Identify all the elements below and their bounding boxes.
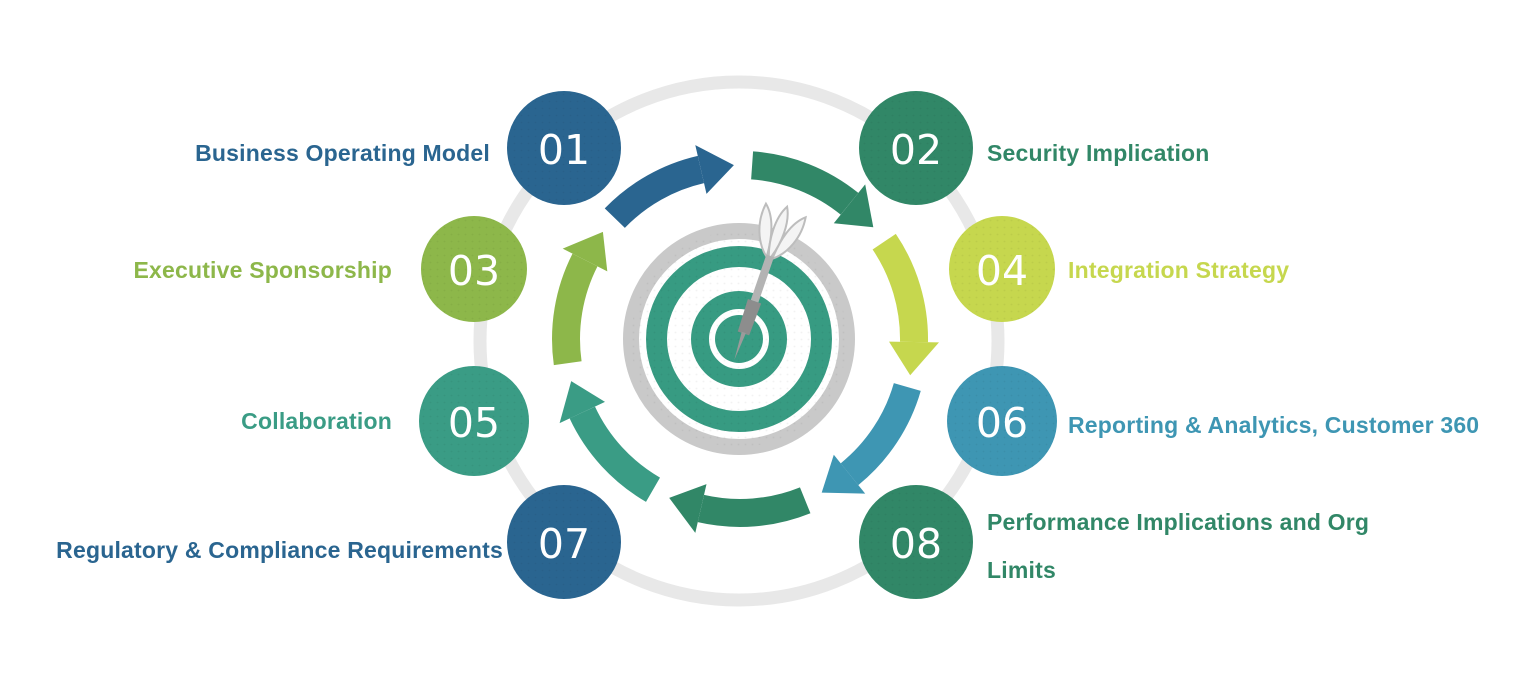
step-label-01: Business Operating Model [195,140,490,166]
bullseye-target [623,201,855,455]
dart-shaft [750,254,774,303]
step-circle-05: 05 [419,366,529,476]
cycle-arrow-top-right-arc [750,151,859,215]
step-circle-06: 06 [947,366,1057,476]
cycle-arrow-top-left-arc [604,155,705,229]
bullseye-texture [631,231,847,447]
step-label-03: Executive Sponsorship [133,257,392,283]
step-circle-02: 02 [859,91,973,205]
cycle-arrow-top-right-head [833,184,874,228]
step-circle-08-texture [859,485,973,599]
cycle-arrow-bottom-left-arc [569,406,661,502]
step-label-07: Regulatory & Compliance Requirements [56,537,503,563]
step-circles: 01 02 03 04 05 [419,91,1057,599]
step-circle-07-texture [507,485,621,599]
step-label-02: Security Implication [987,140,1210,166]
cycle-arrow-top-right [750,151,874,228]
step-circle-02-texture [859,91,973,205]
cycle-arrow-bottom [669,484,811,533]
step-label-04: Integration Strategy [1068,257,1290,283]
cycle-arrow-bottom-head [669,484,707,533]
cycle-arrow-left [552,231,608,366]
cycle-arrow-left-arc [552,253,598,366]
step-circle-08: 08 [859,485,973,599]
dart-needle [734,331,746,360]
step-circle-07: 07 [507,485,621,599]
cycle-arrow-top-left-head [695,145,734,194]
step-number-02: 02 [890,126,942,174]
step-circle-01-texture [507,91,621,205]
step-label-06: Reporting & Analytics, Customer 360 [1068,412,1480,438]
cycle-arrow-right-head [889,341,939,376]
step-number-03: 03 [448,247,500,295]
cycle-arrow-right-arc [872,233,929,343]
step-number-04: 04 [976,247,1028,295]
cycle-arrow-bottom-arc [697,487,811,527]
step-circle-05-texture [419,366,529,476]
cycle-arrow-bottom-right [821,382,921,494]
step-number-06: 06 [976,399,1028,447]
step-label-08: Performance Implications and Org Limits [987,509,1370,583]
cycle-arrows [552,145,939,533]
dart-barrel [737,298,762,336]
step-number-05: 05 [448,399,500,447]
step-number-01: 01 [538,126,590,174]
step-number-07: 07 [538,520,590,568]
outer-track-ring [473,75,1005,607]
cycle-arrow-bottom-left [559,381,661,502]
cycle-arrow-top-left [604,145,734,229]
step-number-08: 08 [890,520,942,568]
step-circle-03-texture [421,216,527,322]
step-circle-04: 04 [949,216,1055,322]
cycle-arrow-right [872,233,939,376]
step-circle-01: 01 [507,91,621,205]
cycle-arrow-bottom-left-head [559,381,605,424]
cycle-arrow-bottom-right-arc [840,382,921,486]
cycle-arrow-left-head [562,231,608,272]
dart-icon [734,201,807,360]
cycle-arrow-bottom-right-head [821,454,866,494]
step-circle-03: 03 [421,216,527,322]
step-circle-04-texture [949,216,1055,322]
step-label-05: Collaboration [241,408,392,434]
dart-flight-center [767,204,789,263]
step-circle-06-texture [947,366,1057,476]
